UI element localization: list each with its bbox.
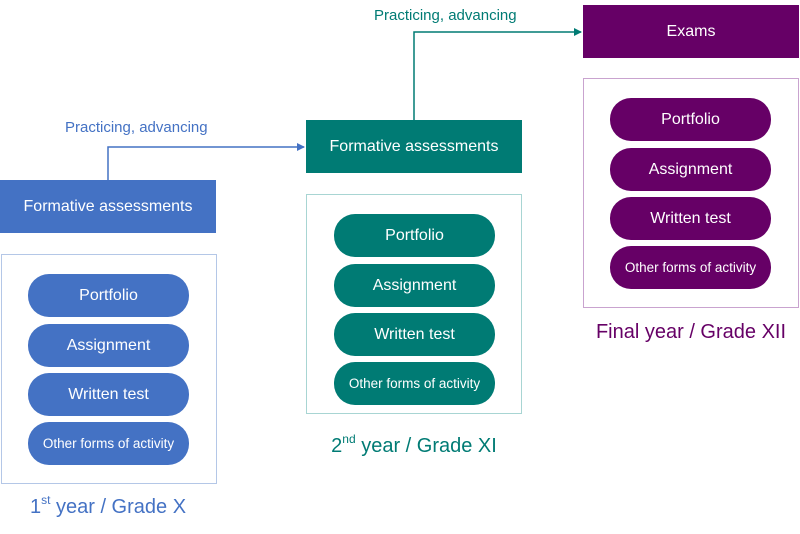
year-label: 2nd year / Grade XI [331,432,497,457]
year-label: Final year / Grade XII [595,321,787,343]
connector-arrow-2 [413,28,582,120]
connector-arrow-1 [107,143,305,180]
stage-header: Exams [583,5,799,58]
assessment-pill: Assignment [610,148,771,191]
assessment-pill: Portfolio [610,98,771,141]
connector-label-1: Practicing, advancing [65,119,208,136]
connector-label-2: Practicing, advancing [374,7,517,24]
assessment-pill: Portfolio [28,274,189,317]
assessment-pill: Other forms of activity [28,422,189,465]
year-label: 1st year / Grade X [29,493,187,518]
stage-header: Formative assessments [0,180,216,233]
assessment-pill: Written test [28,373,189,416]
assessment-pill: Assignment [334,264,495,307]
assessment-pill: Written test [610,197,771,240]
assessment-pill: Assignment [28,324,189,367]
stage-header: Formative assessments [306,120,522,173]
assessment-pill: Other forms of activity [610,246,771,289]
assessment-pill: Written test [334,313,495,356]
assessment-pill: Other forms of activity [334,362,495,405]
assessment-pill: Portfolio [334,214,495,257]
